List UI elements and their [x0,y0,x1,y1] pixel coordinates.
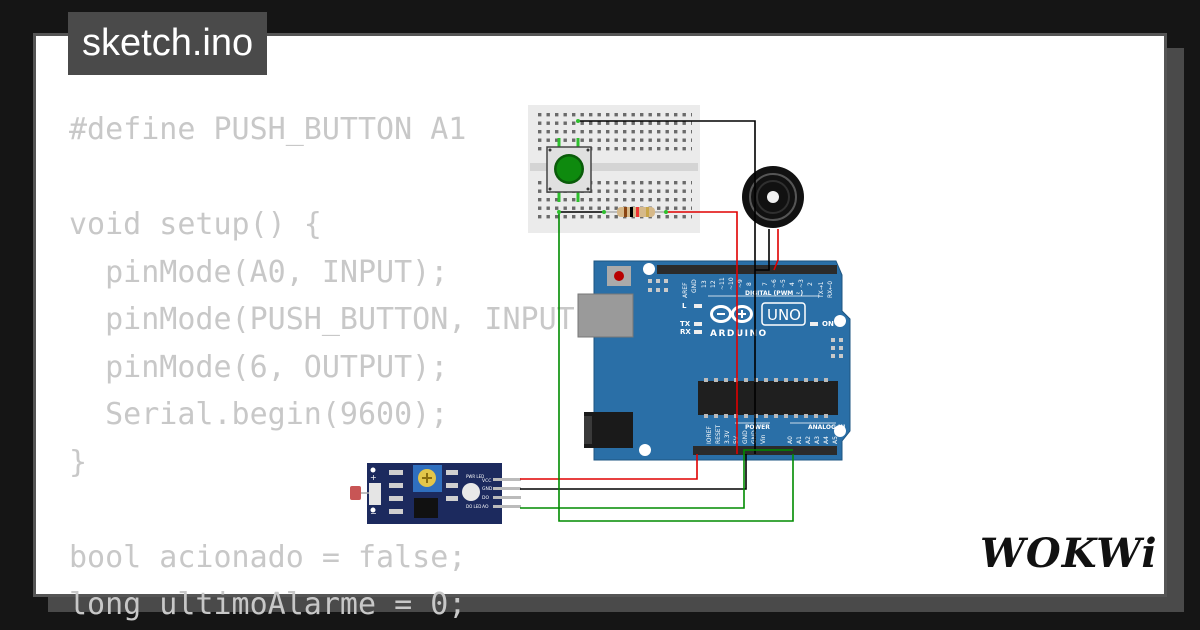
wire-red [520,454,698,480]
pin-label: A1 [796,436,803,444]
resistor [604,207,666,217]
pin-label: ~3 [798,279,805,288]
pin-label: RESET [715,424,722,444]
pin-label: ~9 [737,279,744,288]
code-line: } [69,444,88,480]
sensor-pin-label: VCC [482,478,491,484]
light-sensor-module[interactable]: + − PWR LED DO LED VCC GND DO AO [350,463,521,524]
pin-label: 13 [701,280,708,288]
on-led-label: ON [822,320,834,328]
wire-green [520,449,793,509]
code-line: bool acionado = false; [69,539,467,575]
pin-label: A5 [832,436,839,444]
pin-label: ~5 [780,279,787,288]
pin-label: AREF [682,282,689,298]
code-line: long ultimoAlarme = 0; [69,587,467,622]
wires [520,120,794,522]
wokwi-logo: WOKWi [980,530,1157,577]
led-rx-label: RX [680,328,691,336]
arduino-infinity-icon [710,305,753,323]
sensor-minus: − [370,509,377,518]
buzzer [742,166,804,228]
sensor-pin-label: DO [482,495,489,501]
pin-label: RX←0 [827,281,834,298]
pin-label: GND [691,279,698,293]
sensor-plus: + [370,473,377,482]
pin-label: ~6 [771,279,778,288]
code-line: Serial.begin(9600); [69,397,449,432]
sensor-pin-label: GND [482,486,493,492]
arduino-uno-board[interactable]: L TX RX ON ARDUINO UNO AREF GND 13 12 ~1… [577,260,851,461]
wire-black [520,454,747,490]
pin-label: 8 [746,282,753,286]
arduino-brand: ARDUINO [710,329,768,339]
pwr-led-label: PWR LED [466,474,484,479]
wire-red [773,229,779,271]
pin-label: 2 [807,282,814,286]
file-tab: sketch.ino [68,12,268,75]
analog-header-label: ANALOG IN [808,424,845,431]
do-led-label: DO LED [466,504,481,509]
code-line: pinMode(A0, INPUT); [69,254,449,290]
pin-label: A2 [805,436,812,444]
pin-label: 12 [710,280,717,288]
led-l-label: L [682,302,687,310]
code-preview: #define PUSH_BUTTON A1 void setup() { pin… [69,106,611,629]
code-line: pinMode(6, OUTPUT); [69,349,449,385]
code-line: pinMode(PUSH_BUTTON, INPUT); [69,302,611,337]
code-line: #define PUSH_BUTTON A1 [69,112,467,147]
pin-label: GND [742,430,749,444]
pin-label: 4 [789,282,796,286]
pin-label: A0 [787,436,794,444]
pin-label: A3 [814,436,821,444]
pin-label: Vin [760,434,767,444]
pin-label: 7 [762,282,769,286]
code-line: void setup() { [69,207,322,242]
pin-label: A4 [823,436,830,444]
board-model: UNO [767,306,801,324]
power-header-label: POWER [745,424,770,431]
pin-label: ~11 [719,277,726,290]
wire-black [755,229,770,271]
led-tx-label: TX [680,320,691,328]
wokwi-logo-text: WOKWi [980,530,1158,577]
wire-black [578,120,756,454]
digital-header-label: DIGITAL (PWM ~) [745,290,803,297]
push-button[interactable] [546,138,592,202]
pin-label: TX→1 [818,281,825,299]
wire-green [558,212,794,522]
pin-label: 3.3V [724,429,731,444]
sensor-pin-label: AO [482,504,489,510]
wire-red [666,211,738,454]
pin-label: ~10 [728,277,735,290]
pin-label: IOREF [706,426,713,444]
